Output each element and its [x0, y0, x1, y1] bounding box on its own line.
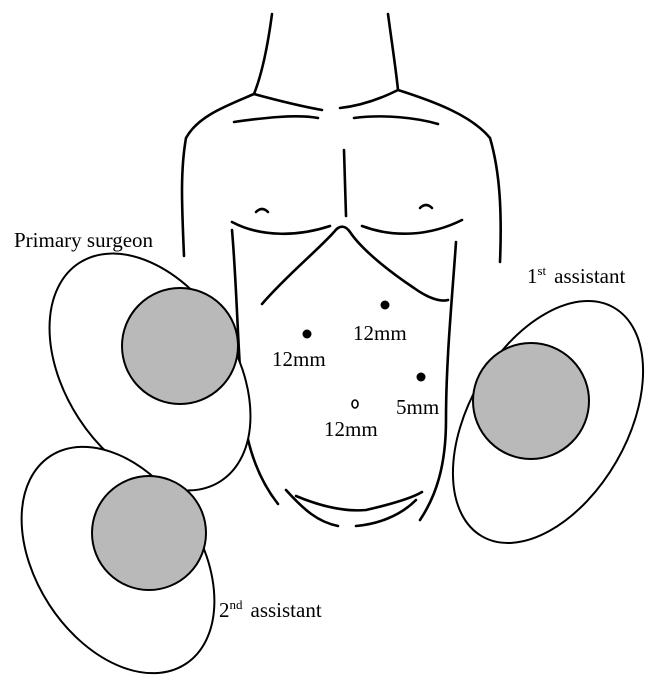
port-sites: 12mm 12mm 5mm 12mm [272, 301, 439, 442]
second-assistant-word: assistant [251, 598, 322, 622]
first-assistant-label: 1st assistant [527, 263, 625, 288]
second-assistant-number: 2 [219, 598, 230, 622]
second-assistant-label: 2nd assistant [219, 597, 322, 622]
port-label-right-lower: 5mm [396, 395, 439, 419]
left-trapezius [254, 94, 322, 110]
left-shoulder-arm [182, 94, 254, 256]
port-dot-upper-right [381, 301, 390, 310]
port-dot-right-lower [417, 373, 426, 382]
port-dot-left [303, 330, 312, 339]
port-label-umbilical: 12mm [324, 417, 378, 441]
right-clavicle [354, 116, 438, 124]
second-assistant-superscript: nd [230, 597, 244, 612]
primary-surgeon-label: Primary surgeon [14, 228, 154, 252]
first-assistant-number: 1 [527, 264, 538, 288]
left-clavicle [234, 116, 318, 122]
first-assistant-superscript: st [538, 263, 547, 278]
neck-left-line [254, 14, 272, 94]
primary-surgeon-head [122, 288, 238, 404]
second-assistant-head [92, 476, 206, 590]
port-umbilical-ring [352, 400, 358, 408]
left-nipple-mark [256, 209, 268, 212]
sternum-line [344, 150, 346, 216]
costal-margin [262, 227, 448, 304]
neck-right-line [388, 14, 398, 90]
right-trapezius [340, 90, 398, 108]
port-label-left: 12mm [272, 347, 326, 371]
first-assistant-head [473, 343, 589, 459]
right-flank [420, 242, 456, 520]
inguinal-line [296, 492, 422, 510]
right-pectoral [362, 220, 462, 234]
first-assistant-word: assistant [554, 264, 625, 288]
right-shoulder-arm [398, 90, 501, 262]
port-label-upper-right: 12mm [353, 321, 407, 345]
right-nipple-mark [420, 205, 432, 208]
left-pectoral [232, 222, 330, 234]
